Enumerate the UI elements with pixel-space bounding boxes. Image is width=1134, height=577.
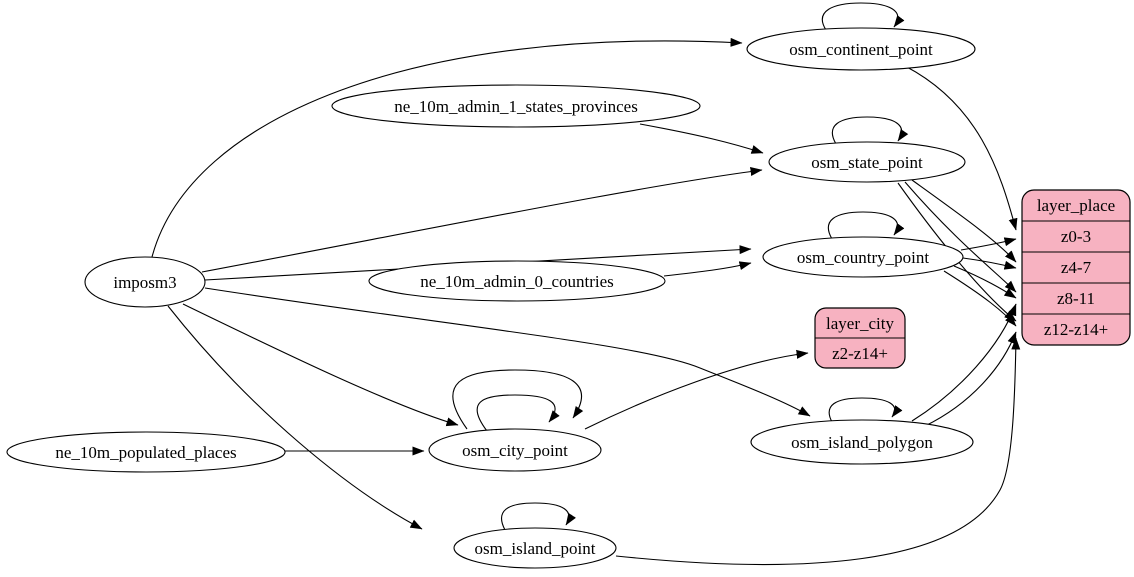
edge-osm_country_point-z8-11 — [953, 265, 1017, 299]
node-imposm3: imposm3 — [84, 256, 206, 308]
self-loop-osm_continent_point — [821, 2, 905, 31]
node-osm_country_point: osm_country_point — [762, 236, 964, 278]
node-shape-osm_continent_point — [746, 27, 976, 71]
node-ne_10m_populated_places: ne_10m_populated_places — [6, 431, 286, 473]
record-layer_city: layer_city z2-z14+ — [814, 307, 906, 369]
node-shape-imposm3 — [84, 256, 206, 308]
self-loop-osm_state_point — [831, 116, 909, 145]
edge-imposm3-osm_state_point — [201, 167, 763, 273]
node-shape-ne_10m_admin_0_countries — [368, 260, 666, 302]
node-shape-ne_10m_populated_places — [6, 431, 286, 473]
node-shape-osm_island_point — [453, 527, 617, 569]
node-label-osm_state_point: osm_state_point — [811, 153, 923, 172]
node-shape-osm_city_point — [428, 428, 602, 472]
self-loop-osm_country_point — [827, 211, 905, 240]
node-shape-ne_10m_admin_1_states_provinces — [331, 84, 701, 128]
node-label-osm_island_point: osm_island_point — [475, 539, 596, 558]
edge-osm_island_point-z12-z14 — [615, 337, 1021, 566]
edge-imposm3-osm_city_point — [182, 303, 459, 427]
node-shape-osm_island_polygon — [750, 419, 974, 465]
self-loop-osm_city_point-inner — [476, 394, 560, 432]
node-label-osm_continent_point: osm_continent_point — [789, 40, 933, 59]
edge-imposm3-osm_continent_point — [151, 37, 743, 258]
node-label-osm_city_point: osm_city_point — [462, 441, 568, 460]
edge-osm_island_polygon-z12-z14 — [924, 331, 1017, 427]
edge-osm_continent_point-z0-3 — [904, 65, 1018, 231]
node-osm_city_point: osm_city_point — [428, 428, 602, 472]
node-label-ne_10m_populated_places: ne_10m_populated_places — [55, 443, 236, 462]
record-row-layer_place-z8-11: z8-11 — [1057, 289, 1095, 308]
edge-osm_state_point-z8-11 — [904, 181, 1017, 293]
edge-osm_country_point-z4-7 — [962, 257, 1017, 270]
record-title-layer_place: layer_place — [1037, 196, 1115, 215]
node-osm_island_point: osm_island_point — [453, 527, 617, 569]
self-loop-osm_island_polygon — [828, 397, 903, 423]
record-row-layer_place-z0-3: z0-3 — [1061, 227, 1091, 246]
node-label-osm_island_polygon: osm_island_polygon — [791, 433, 933, 452]
node-ne_10m_admin_1_states_provinces: ne_10m_admin_1_states_provinces — [331, 84, 701, 128]
node-label-imposm3: imposm3 — [113, 273, 176, 292]
node-label-osm_country_point: osm_country_point — [797, 248, 929, 267]
edge-osm_state_point-z12-z14 — [897, 182, 1017, 322]
edge-osm_country_point-z0-3 — [960, 237, 1017, 251]
node-label-ne_10m_admin_0_countries: ne_10m_admin_0_countries — [420, 272, 614, 291]
edge-ne_10m_admin_1_states_provinces-osm_state_point — [639, 123, 764, 154]
record-row-layer_place-z12-z14: z12-z14+ — [1044, 320, 1108, 339]
self-loop-osm_island_point — [500, 502, 576, 531]
record-title-layer_city: layer_city — [826, 314, 894, 333]
record-shape-layer_place — [1021, 189, 1131, 346]
edge-imposm3-osm_island_point — [167, 305, 423, 530]
node-osm_island_polygon: osm_island_polygon — [750, 419, 974, 465]
record-layer_place: layer_place z0-3 z4-7 z8-11 z12-z14+ — [1021, 189, 1131, 346]
edge-ne_10m_admin_0_countries-osm_country_point — [663, 261, 752, 277]
node-osm_state_point: osm_state_point — [768, 141, 966, 183]
node-ne_10m_admin_0_countries: ne_10m_admin_0_countries — [368, 260, 666, 302]
node-osm_continent_point: osm_continent_point — [746, 27, 976, 71]
self-loop-osm_city_point-outer — [452, 369, 584, 430]
node-shape-osm_country_point — [762, 236, 964, 278]
node-label-ne_10m_admin_1_states_provinces: ne_10m_admin_1_states_provinces — [394, 97, 638, 116]
edge-osm_state_point-z4-7 — [911, 179, 1017, 263]
edge-osm_country_point-z12-z14 — [943, 270, 1017, 327]
edge-osm_city_point-layer_city — [584, 349, 809, 430]
record-row-layer_city-z2-z14: z2-z14+ — [832, 344, 888, 363]
record-row-layer_place-z4-7: z4-7 — [1061, 258, 1092, 277]
edge-imposm3-osm_island_polygon — [204, 287, 811, 417]
node-shape-osm_state_point — [768, 141, 966, 183]
